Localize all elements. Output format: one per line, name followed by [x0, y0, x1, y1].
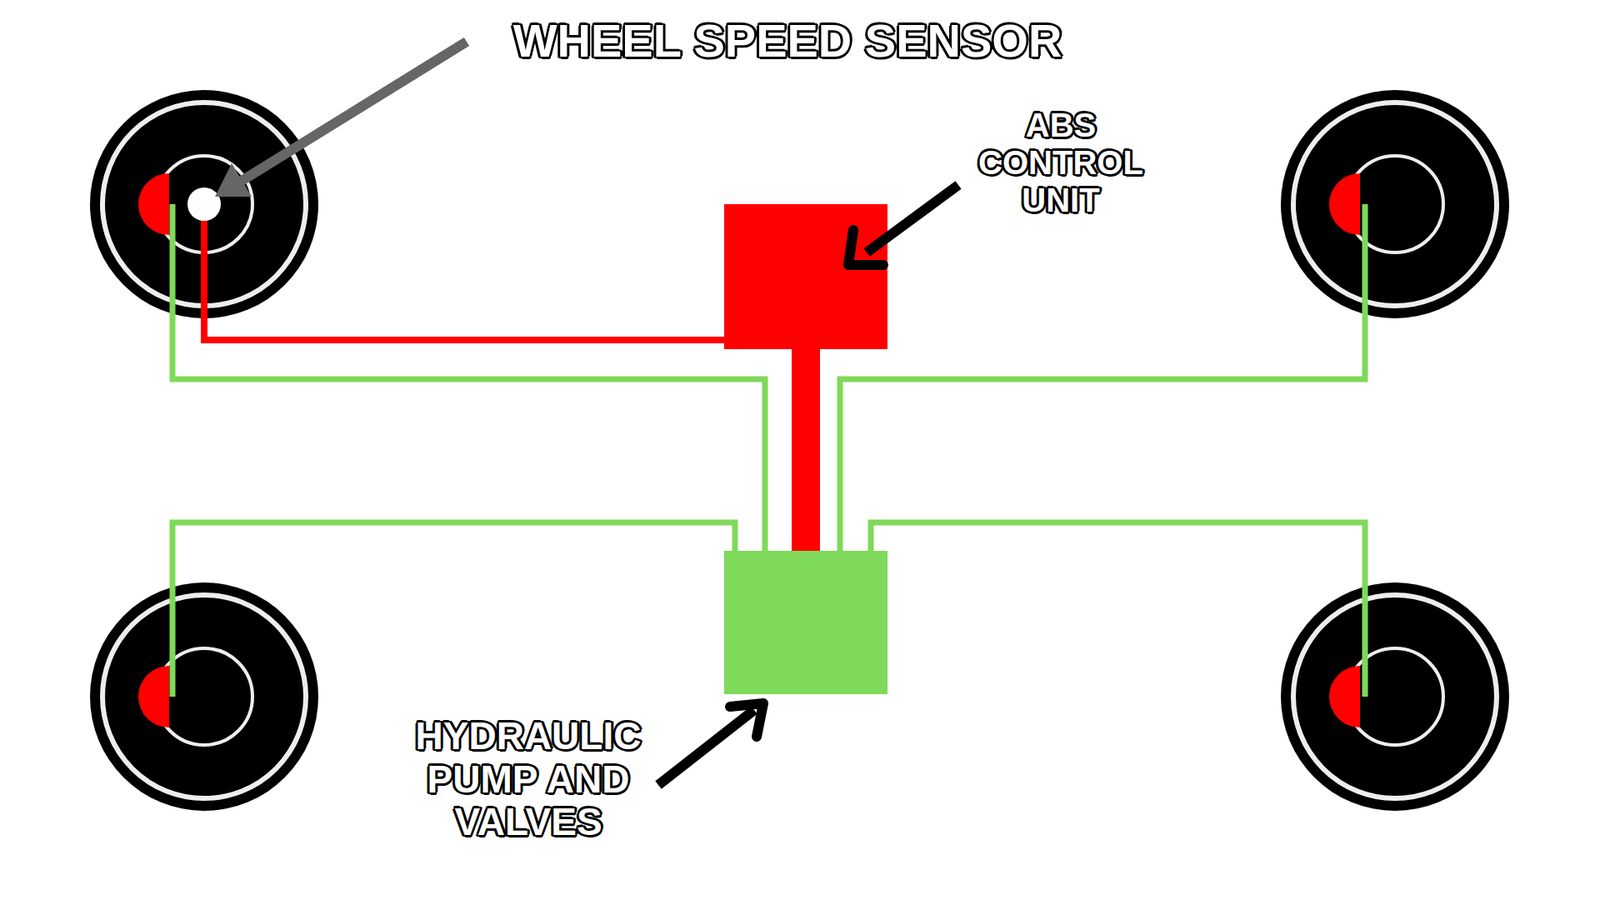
wheel-speed-sensor — [187, 187, 221, 221]
abs-control-unit — [724, 204, 888, 350]
hydraulic-pump — [724, 550, 888, 695]
wheel — [90, 582, 319, 811]
wheel — [1280, 90, 1510, 319]
leader-arrow — [658, 703, 764, 785]
callout-label: WHEEL SPEED SENSOR — [445, 15, 1130, 68]
sensor-wire — [204, 214, 725, 340]
control-link — [791, 349, 820, 552]
callout-label: ABS CONTROL UNIT — [960, 106, 1161, 219]
wheel — [1280, 582, 1510, 811]
leader-arrow — [848, 185, 959, 265]
callout-label: HYDRAULIC PUMP AND VALVES — [399, 715, 658, 845]
hydraulic-lines — [172, 204, 1365, 697]
leader-arrow — [215, 41, 467, 197]
